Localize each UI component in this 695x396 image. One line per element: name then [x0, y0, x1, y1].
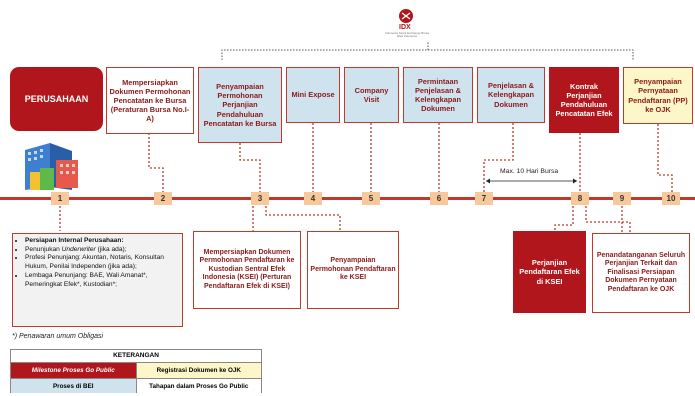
logo-text: IDX: [399, 24, 411, 31]
connector-3: [239, 143, 261, 192]
bottom-box-dokumen-ksei: Mempersiapkan Dokumen Permohonan Pendaft…: [193, 231, 301, 309]
top-box-penyampaian-permohonan: Penyampaian Permohonan Perjanjian Pendah…: [198, 67, 282, 143]
legend-title: KETERANGAN: [11, 350, 261, 363]
company-label: PERUSAHAAN: [10, 67, 103, 131]
step-1: 1: [51, 192, 69, 205]
company-internal-item: Profesi Penunjang: Akuntan, Notaris, Kon…: [25, 254, 178, 271]
connector-3-bottom-b: [265, 206, 341, 231]
step-9: 9: [613, 192, 631, 205]
top-box-kontrak-perjanjian: Kontrak Perjanjian Pendahuluan Pencatata…: [549, 67, 619, 133]
connector-2: [148, 133, 164, 192]
connector-7: [483, 123, 514, 192]
legend-tahapan: Tahapan dalam Proses Go Public: [135, 378, 261, 393]
legend-milestone: Milestone Proses Go Public: [11, 363, 136, 378]
step-5: 5: [362, 192, 380, 205]
building-icon: [25, 143, 78, 190]
bottom-box-permohonan-ksei: Penyampaian Permohonan Pendaftaran ke KS…: [307, 231, 399, 309]
logo-tagline: Indonesia Stock Exchange Bursa Efek Indo…: [384, 31, 430, 39]
bottom-box-perjanjian-ksei: Perjanjian Pendaftaran Efek di KSEI: [513, 231, 586, 313]
top-box-company-visit: Company Visit: [344, 67, 399, 123]
top-box-mempersiapkan-dokumen: Mempersiapkan Dokumen Permohonan Pencata…: [106, 67, 194, 134]
top-box-mini-expose: Mini Expose: [286, 67, 340, 123]
step-7: 7: [475, 192, 493, 205]
bottom-box-penandatanganan: Penandatanganan Seluruh Perjanjian Terka…: [592, 233, 690, 313]
top-box-penjelasan-kelengkapan: Penjelasan & Kelengkapan Dokumen: [477, 67, 545, 123]
top-box-permintaan-penjelasan: Permintaan Penjelasan & Kelengkapan Doku…: [403, 67, 473, 123]
legend: KETERANGAN Milestone Proses Go Public Re…: [10, 349, 262, 393]
bei-brace: [221, 42, 634, 60]
connector-8-bottom: [554, 206, 574, 231]
legend-ojk: Registrasi Dokumen ke OJK: [135, 363, 261, 378]
connector-10: [657, 124, 673, 192]
step-4: 4: [304, 192, 322, 205]
footnote: *) Penawaran umum Obligasi: [12, 333, 104, 340]
top-box-penyampaian-pp-ojk: Penyampaian Pernyataan Pendaftaran (PP) …: [623, 67, 693, 124]
step-10: 10: [662, 192, 680, 205]
company-internal-box: Persiapan Internal Perusahaan: Penunjuka…: [12, 233, 183, 327]
step-8: 8: [571, 192, 589, 205]
legend-bei: Proses di BEI: [11, 378, 136, 393]
company-internal-item: Lembaga Penunjang: BAE, Wali Amanat*, Pe…: [25, 272, 178, 289]
step-3: 3: [251, 192, 269, 205]
connector-8-bottom-b: [585, 206, 631, 233]
company-internal-title: Persiapan Internal Perusahaan:: [25, 237, 124, 244]
step-6: 6: [430, 192, 448, 205]
idx-logo-icon: [399, 9, 413, 23]
max-hari-bursa-label: Max. 10 Hari Bursa: [500, 168, 559, 175]
step-2: 2: [154, 192, 172, 205]
company-internal-item: Penunjukan Underwriter (jika ada);: [25, 246, 178, 255]
